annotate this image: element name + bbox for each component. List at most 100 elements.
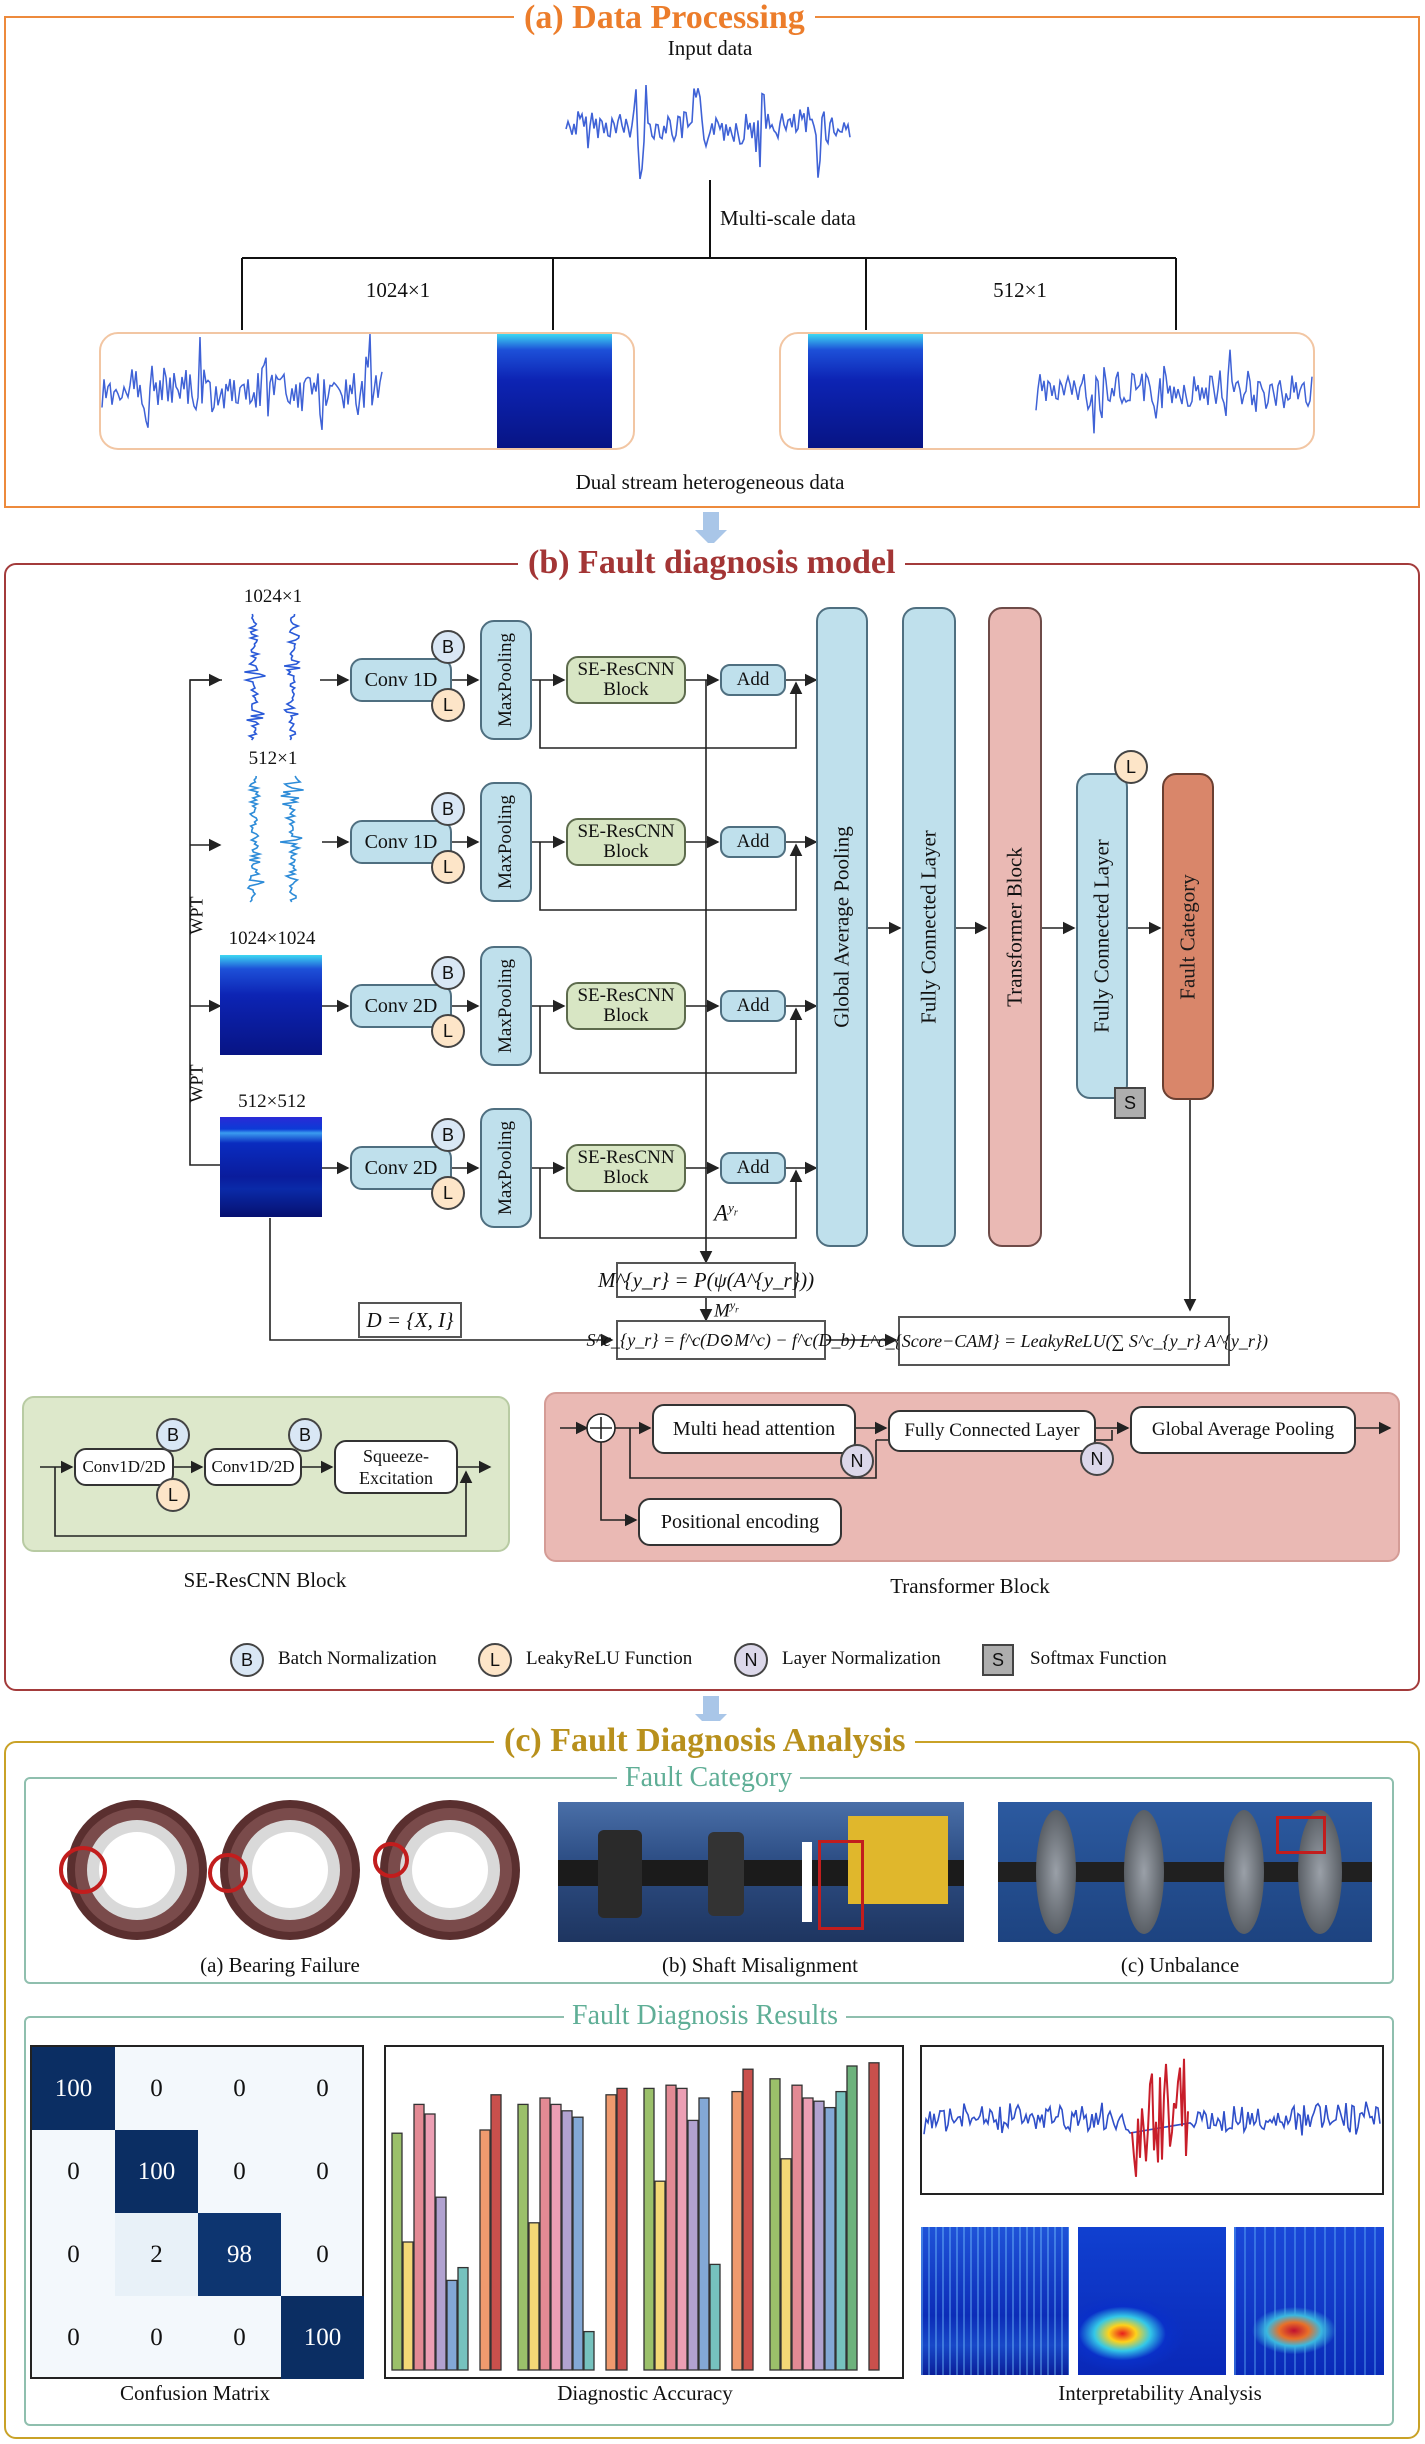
badge-s-fc2: S <box>1114 1087 1146 1119</box>
accuracy-bar <box>791 2084 803 2371</box>
maxpool-row-4: MaxPooling <box>480 1108 532 1228</box>
formula-s: S^c_{y_r} = f^c(D⊙M^c) − f^c(D_b) <box>586 1320 856 1360</box>
right-spectrogram <box>808 334 923 448</box>
accuracy-bar <box>435 2196 447 2371</box>
input-512x512-spectrogram <box>220 1117 322 1217</box>
accuracy-bar <box>616 2087 628 2371</box>
transformer-detail-mha: Multi head attention <box>652 1404 856 1454</box>
conv-row-4: Conv 2D <box>350 1146 452 1190</box>
badge-b-row-4: B <box>431 1118 465 1152</box>
input-1024x1024-label: 1024×1024 <box>228 928 316 949</box>
maxpool-row-2: MaxPooling <box>480 782 532 902</box>
input-1024x1024-spectrogram <box>220 955 322 1055</box>
accuracy-bar <box>424 2113 436 2371</box>
accuracy-bar <box>687 2119 699 2371</box>
unbalance-image <box>998 1802 1372 1942</box>
accuracy-bar <box>479 2129 491 2371</box>
se-detail-caption: SE-ResCNN Block <box>183 1568 347 1592</box>
accuracy-bar <box>391 2132 403 2371</box>
confusion-matrix: 100 0 0 0 0 100 0 0 0 2 98 0 0 0 0 100 <box>30 2045 364 2379</box>
cm-cell: 2 <box>115 2213 198 2296</box>
input-512-label: 512×1 <box>248 748 298 769</box>
accuracy-bar <box>528 2222 540 2371</box>
accuracy-bar <box>413 2103 425 2371</box>
left-stream-frame <box>99 332 635 450</box>
multiscale-label: Multi-scale data <box>720 206 856 230</box>
fully-connected-block: Fully Connected Layer <box>902 607 956 1247</box>
accuracy-chart-frame <box>384 2045 904 2379</box>
accuracy-bar <box>731 2090 743 2371</box>
accuracy-bar <box>643 2087 655 2371</box>
input-512x512-label: 512×512 <box>238 1091 306 1112</box>
legend-text-b: Batch Normalization <box>278 1648 437 1669</box>
add-row-4: Add <box>720 1152 786 1184</box>
input-1024-label: 1024×1 <box>243 586 303 607</box>
transformer-block: Transformer Block <box>988 607 1042 1247</box>
se-detail-badge-l: L <box>156 1478 190 1512</box>
accuracy-bar <box>802 2097 814 2371</box>
transformer-detail-badge-n2: N <box>1080 1442 1114 1476</box>
cm-cell: 0 <box>150 2074 163 2102</box>
cm-cell: 0 <box>316 2074 329 2102</box>
confusion-matrix-caption: Confusion Matrix <box>120 2381 270 2405</box>
cm-cell: 0 <box>233 2323 246 2351</box>
unbalance-caption: (c) Unbalance <box>1120 1953 1240 1977</box>
cm-cell: 0 <box>233 2074 246 2102</box>
accuracy-bar <box>835 2090 847 2371</box>
accuracy-bar <box>846 2065 858 2371</box>
tree-connectors <box>241 180 1177 330</box>
legend-badge-b: B <box>230 1643 264 1677</box>
cm-cell: 100 <box>32 2047 115 2130</box>
accuracy-bar <box>780 2158 792 2371</box>
accuracy-bar <box>572 2116 584 2371</box>
cm-cell: 0 <box>316 2157 329 2185</box>
right-size-label: 512×1 <box>993 278 1047 302</box>
maxpool-row-1: MaxPooling <box>480 620 532 740</box>
badge-l-row-3: L <box>431 1014 465 1048</box>
cm-cell: 98 <box>198 2213 281 2296</box>
se-detail-badge-b1: B <box>156 1418 190 1452</box>
cm-cell: 0 <box>67 2157 80 2185</box>
interp-spectrogram-3 <box>1234 2227 1384 2375</box>
legend-badge-s: S <box>982 1644 1014 1676</box>
accuracy-bar <box>654 2180 666 2371</box>
accuracy-bar <box>709 2263 721 2371</box>
interp-signal-frame <box>920 2045 1384 2195</box>
badge-l-row-4: L <box>431 1176 465 1210</box>
input-512-signal <box>226 772 320 907</box>
accuracy-bar <box>550 2103 562 2371</box>
accuracy-bar <box>517 2103 529 2371</box>
right-stream-frame <box>779 332 1315 450</box>
fault-category-block: Fault Category <box>1162 773 1214 1100</box>
left-size-label: 1024×1 <box>365 278 431 302</box>
accuracy-bar <box>561 2110 573 2371</box>
right-waveform <box>1035 349 1313 434</box>
fully-connected-block-2: Fully Connected Layer <box>1076 773 1128 1099</box>
maxpool-row-3: MaxPooling <box>480 946 532 1066</box>
input-1024-signal <box>226 610 320 745</box>
accuracy-bar <box>665 2084 677 2371</box>
legend-text-n: Layer Normalization <box>782 1648 941 1669</box>
results-title: Fault Diagnosis Results <box>564 2000 847 2032</box>
cm-cell: 0 <box>67 2323 80 2351</box>
transformer-detail-pos: Positional encoding <box>638 1498 842 1546</box>
formula-d: D = {X, I} <box>358 1302 462 1338</box>
accuracy-bar <box>402 2241 414 2371</box>
transformer-detail-fc: Fully Connected Layer <box>888 1410 1096 1452</box>
global-average-pooling-block: Global Average Pooling <box>816 607 868 1247</box>
interpretability-caption: Interpretability Analysis <box>1058 2381 1262 2405</box>
panel-b-title: (b) Fault diagnosis model <box>518 543 906 583</box>
badge-b-row-1: B <box>431 630 465 664</box>
badge-b-row-2: B <box>431 792 465 826</box>
transformer-detail-badge-n1: N <box>840 1444 874 1478</box>
interp-spectrogram-1 <box>921 2227 1069 2375</box>
bearing-1 <box>59 1800 207 1940</box>
formula-l: L^c_{Score−CAM} = LeakyReLU(∑ S^c_{y_r} … <box>860 1316 1268 1366</box>
shaft-misalignment-caption: (b) Shaft Misalignment <box>662 1953 858 1977</box>
